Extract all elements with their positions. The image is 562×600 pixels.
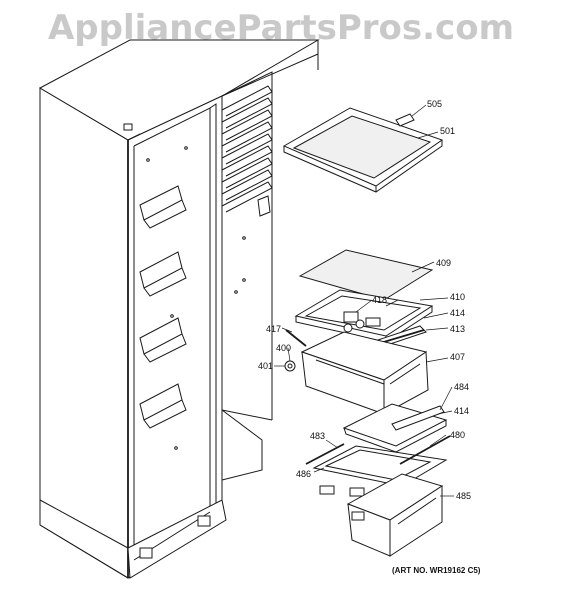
drawer-frame-410 bbox=[294, 289, 434, 343]
callout-480: 480 bbox=[450, 430, 466, 440]
glass-shelf-501 bbox=[282, 107, 444, 193]
cover-glass-409 bbox=[298, 249, 434, 301]
rail-417 bbox=[285, 329, 307, 347]
callout-400: 400 bbox=[276, 343, 292, 353]
callout-484: 484 bbox=[454, 382, 470, 392]
callout-401: 401 bbox=[258, 361, 274, 371]
callout-486: 486 bbox=[296, 469, 312, 479]
door-bins bbox=[139, 146, 188, 450]
shelf-rails bbox=[221, 85, 273, 294]
callout-501: 501 bbox=[440, 126, 456, 136]
leader-lines bbox=[281, 104, 454, 497]
knob-400 bbox=[274, 360, 296, 372]
callout-407: 407 bbox=[450, 352, 466, 362]
fresh-food-cabinet bbox=[38, 39, 320, 579]
art-number: (ART NO. WR19162 C5) bbox=[392, 566, 481, 575]
callout-414-upper: 414 bbox=[450, 308, 466, 318]
callout-483: 483 bbox=[310, 431, 326, 441]
callout-410: 410 bbox=[450, 292, 466, 302]
crisper-pan-485 bbox=[346, 473, 444, 557]
callout-505: 505 bbox=[427, 99, 443, 109]
callout-413: 413 bbox=[450, 324, 466, 334]
pan-cover-484 bbox=[342, 403, 448, 453]
callout-417: 417 bbox=[266, 324, 282, 334]
callout-409: 409 bbox=[436, 258, 452, 268]
callout-485: 485 bbox=[456, 491, 472, 501]
callout-414-lower: 414 bbox=[454, 406, 470, 416]
callout-418: 418 bbox=[372, 295, 388, 305]
crisper-pan-407 bbox=[300, 331, 429, 415]
drawer-frame-480 bbox=[305, 435, 451, 497]
